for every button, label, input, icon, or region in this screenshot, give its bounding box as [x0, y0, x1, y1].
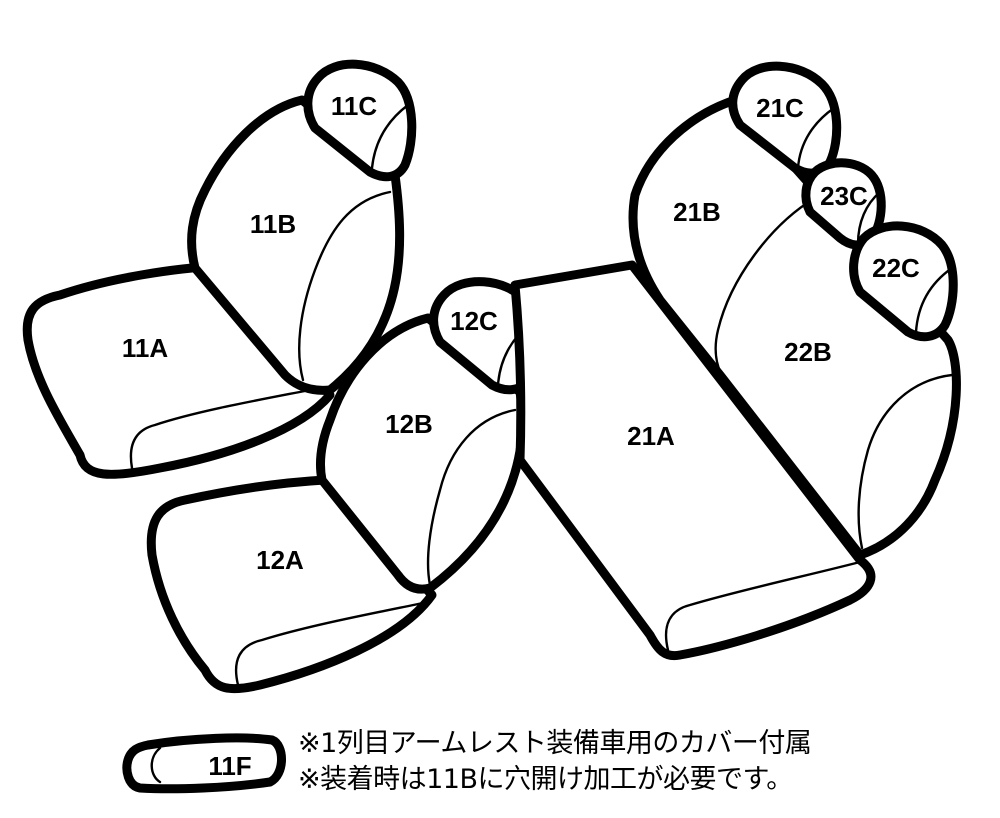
part-11F-shape [122, 733, 286, 794]
note-line-1: ※1列目アームレスト装備車用のカバー付属 [298, 728, 812, 759]
part-21A-shape [510, 260, 876, 661]
part-21B-22B-shape [628, 95, 961, 560]
label-21A: 21A [627, 421, 675, 451]
label-11B: 11B [250, 209, 296, 239]
label-21B: 21B [673, 197, 721, 227]
part-22C-shape [849, 221, 958, 342]
part-21C-seam [796, 106, 836, 170]
part-11A-seam [129, 386, 322, 470]
label-12A: 12A [256, 545, 304, 575]
part-21B-22B-seam [714, 196, 817, 387]
notes: ※1列目アームレスト装備車用のカバー付属 ※装着時は11Bに穴開け加工が必要です… [298, 726, 988, 798]
part-11F [122, 733, 286, 794]
label-12B: 12B [385, 409, 433, 439]
label-11C: 11C [331, 91, 377, 121]
part-12B-shape [315, 313, 527, 594]
part-22C-seam [914, 266, 954, 334]
label-11F: 11F [208, 751, 251, 781]
note-line-2: ※装着時は11Bに穴開け加工が必要です。 [298, 764, 793, 795]
part-11B-shape [187, 95, 405, 395]
part-22B-side-seam [857, 373, 954, 550]
part-12A-seam [234, 600, 430, 687]
part-21A-seam [664, 560, 862, 652]
label-21C: 21C [756, 93, 804, 123]
part-21C-shape [728, 61, 842, 178]
label-12C: 12C [450, 306, 498, 336]
seat-12 [146, 277, 541, 694]
label-22B: 22B [784, 337, 832, 367]
label-11A: 11A [122, 333, 168, 363]
part-11F-seam [150, 746, 162, 784]
label-22C: 22C [872, 253, 920, 283]
part-12B-seam [426, 408, 517, 587]
part-11C-shape [303, 59, 417, 182]
seat-11 [22, 59, 417, 479]
seat-rear [510, 61, 961, 661]
label-23C: 23C [820, 181, 868, 211]
part-11C-seam [370, 103, 410, 170]
part-11B-seam [298, 190, 392, 382]
